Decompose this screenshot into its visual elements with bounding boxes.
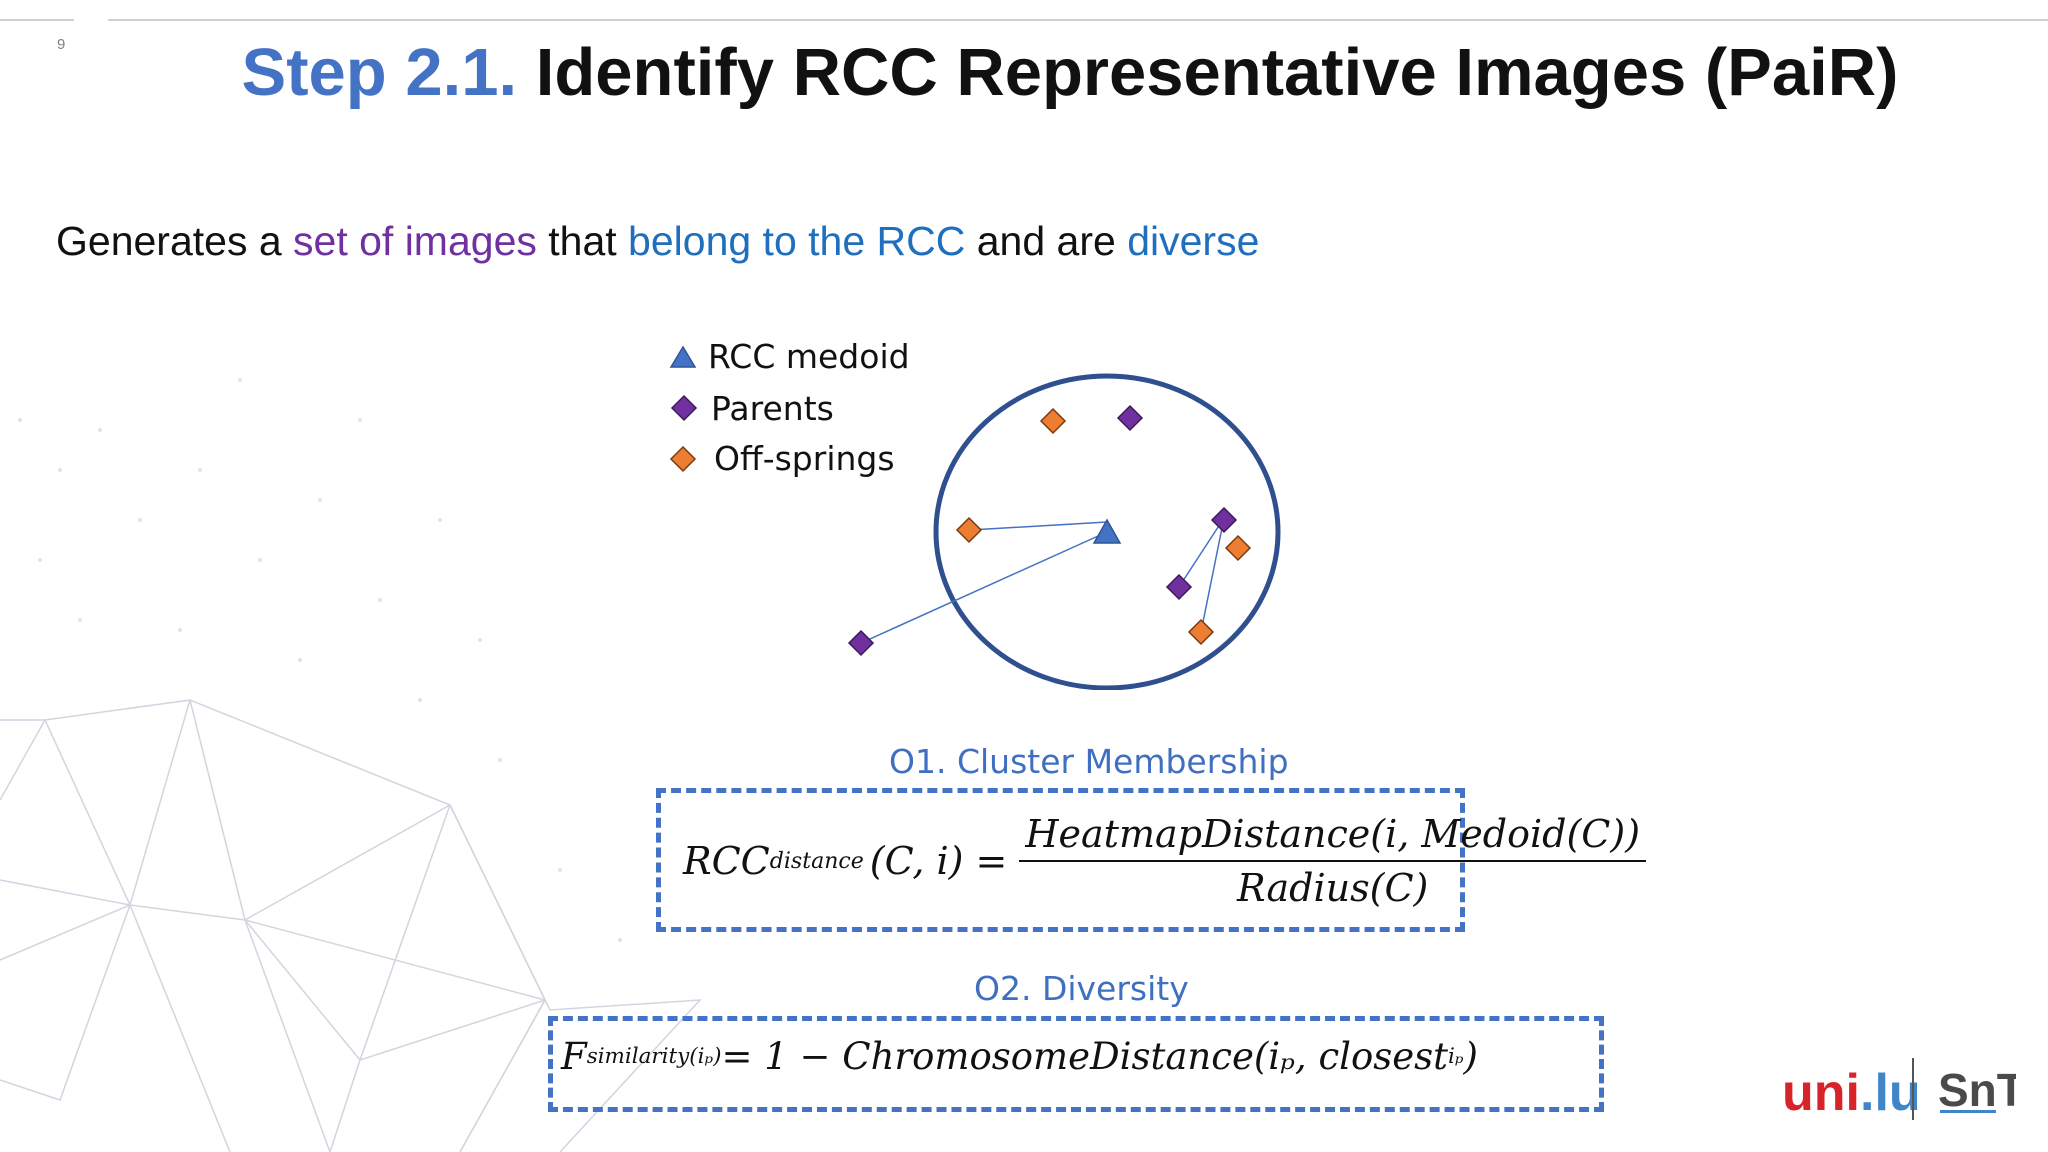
link-parent-offspring	[1200, 517, 1225, 633]
offspring-point	[955, 516, 983, 544]
subtitle: Generates a set of images that belong to…	[56, 218, 1259, 265]
logo-lu-text: .lu	[1860, 1064, 1921, 1120]
link-parent-parent	[1178, 517, 1225, 588]
objective2-title: O2. Diversity	[974, 969, 1189, 1008]
formula1-lhs: RCC	[683, 839, 770, 883]
logo-divider	[1912, 1058, 1914, 1120]
formula2-lhs: F	[561, 1035, 587, 1078]
subtitle-part5: and are	[965, 218, 1128, 264]
formula1-lhs-sub: distance	[769, 848, 864, 874]
link-medoid-parent-outside	[860, 531, 1108, 644]
parent-point	[1210, 506, 1238, 534]
logo-snt-text: SnT	[1938, 1064, 2016, 1116]
formula1-fraction: HeatmapDistance(i, Medoid(C)) Radius(C)	[1019, 812, 1647, 910]
legend-medoid-triangle-icon	[669, 345, 697, 368]
offspring-point	[1039, 407, 1067, 435]
slide-title: Step 2.1. Identify RCC Representative Im…	[230, 28, 1910, 118]
uni-lu-snt-logo: uni .lu SnT	[1782, 1058, 2016, 1120]
slide-number: 9	[57, 36, 66, 53]
formula1-lhs-args: (C, i) =	[869, 839, 1008, 883]
formula1-numerator: HeatmapDistance(i, Medoid(C))	[1019, 812, 1647, 862]
title-text: Identify RCC Representative Images (PaiR…	[535, 35, 1899, 110]
legend-offsprings-label: Off-springs	[714, 439, 895, 478]
legend-parents-label: Parents	[711, 389, 834, 428]
parent-point	[1165, 573, 1193, 601]
offspring-point	[1187, 618, 1215, 646]
logo-snt-underline	[1940, 1110, 1996, 1113]
parent-point	[1116, 404, 1144, 432]
link-medoid-offspring	[969, 521, 1108, 531]
top-rule	[108, 19, 2048, 21]
formula2-rhs-end: )	[1463, 1035, 1478, 1078]
title-step: Step 2.1.	[241, 35, 518, 110]
formula2-rhs: = 1 − ChromosomeDistance(iₚ, closest	[721, 1035, 1449, 1078]
offspring-point	[1224, 534, 1252, 562]
formula2-lhs-sub: similarity(iₚ)	[586, 1044, 722, 1069]
legend-parents-diamond-icon	[670, 394, 698, 422]
subtitle-belong-rcc: belong to the RCC	[628, 218, 966, 264]
legend-medoid-label: RCC medoid	[708, 337, 910, 376]
cluster-diagram: RCC medoid Parents Off-springs	[669, 337, 1281, 690]
objective1-title: O1. Cluster Membership	[889, 742, 1289, 781]
rcc-cluster-circle	[933, 373, 1281, 690]
top-rule-left	[0, 19, 74, 21]
parent-point	[847, 629, 875, 657]
medoid-triangle	[1092, 518, 1122, 544]
subtitle-diverse: diverse	[1127, 218, 1260, 264]
subtitle-set-of-images: set of images	[293, 218, 537, 264]
subtitle-part3: that	[536, 218, 629, 264]
formula2-rhs-sub: iₚ	[1448, 1044, 1464, 1069]
legend-offsprings-diamond-icon	[669, 445, 697, 473]
subtitle-part1: Generates a	[56, 218, 294, 264]
logo-uni-text: uni	[1782, 1064, 1860, 1120]
formula1-denominator: Radius(C)	[1237, 866, 1429, 910]
